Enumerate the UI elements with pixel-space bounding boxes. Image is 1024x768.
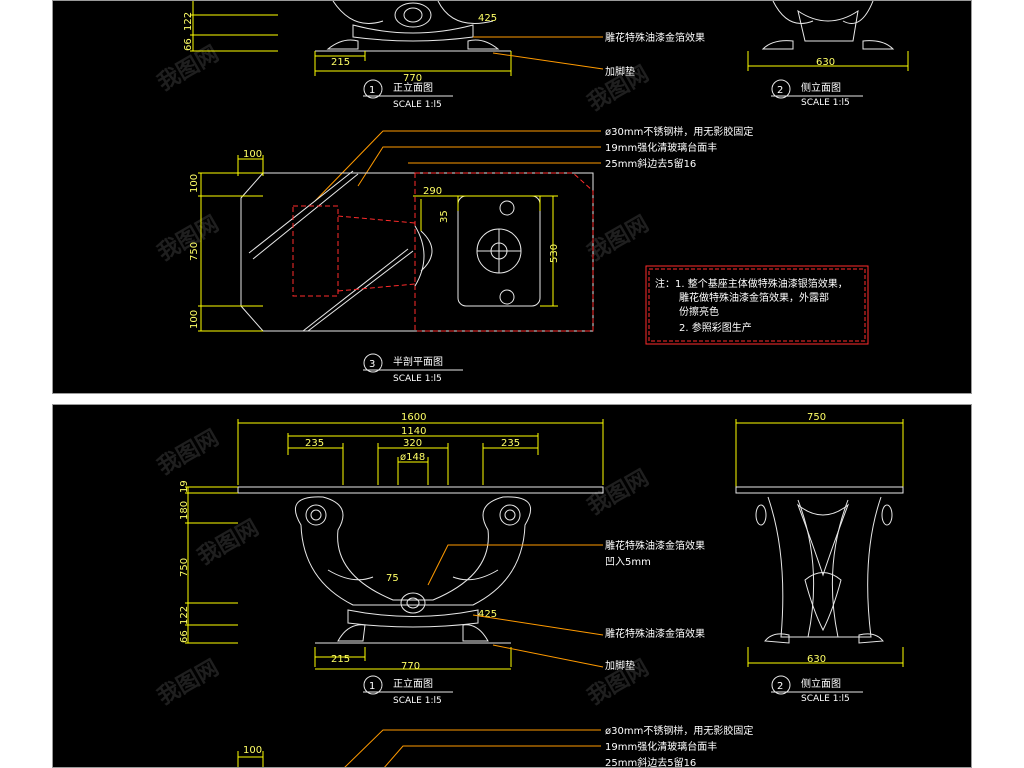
dim-plan-530: 530: [549, 244, 560, 263]
dim-side-630: 630: [807, 654, 826, 665]
dim-75: 75: [386, 573, 399, 584]
remark-line-1: 注：1. 整个基座主体做特殊油漆银箔效果，: [655, 277, 848, 290]
front-title-number-bottom: 1: [369, 681, 375, 692]
dim-1600: 1600: [401, 412, 426, 423]
plan-title-number: 3: [369, 359, 375, 370]
dim-66: 66: [183, 38, 194, 51]
side-title-label-bottom: 侧立面图: [801, 677, 841, 690]
note-bevel-bottom: 25mm斜边去5留16: [605, 756, 696, 768]
plan-crop-bottom: 100: [237, 745, 264, 767]
side-title-scale: SCALE 1:l5: [801, 98, 850, 108]
dim-plan-100-left: 100: [189, 174, 200, 193]
note-rod-bottom: ø30mm不锈钢栟，用无影胶固定: [605, 724, 753, 737]
front-title-label-bottom: 正立面图: [393, 677, 433, 690]
dim-235-right: 235: [501, 438, 520, 449]
front-title-scale: SCALE 1:l5: [393, 100, 442, 110]
dim-770: 770: [403, 73, 422, 84]
svg-text:我图网: 我图网: [584, 212, 654, 267]
front-elevation-top: 66 122 425 215 770: [183, 1, 604, 84]
dim-1140: 1140: [401, 426, 426, 437]
top-drawing-svg: 我图网 我图网 我图网 我图网 66 122 425 215 770 雕花特殊油…: [154, 1, 909, 384]
dim-19: 19: [179, 480, 190, 493]
svg-text:我图网: 我图网: [154, 426, 224, 481]
dim-770-bottom: 770: [401, 661, 420, 672]
side-elevation-top: 630: [747, 1, 909, 71]
front-elevation-bottom: 1600 1140 235 320 235 ø148 19 180 750 12…: [179, 412, 604, 672]
svg-text:我图网: 我图网: [154, 656, 224, 711]
remark-box: 注：1. 整个基座主体做特殊油漆银箔效果， 雕花做特殊油漆金箔效果，外露部 份擦…: [645, 265, 869, 345]
dim-320: 320: [403, 438, 422, 449]
plan-title-scale: SCALE 1:l5: [393, 374, 442, 384]
note-carving-2: 雕花特殊油漆金箔效果: [605, 627, 705, 640]
dim-side-750: 750: [807, 412, 826, 423]
note-recess: 凹入5mm: [605, 557, 651, 568]
dim-plan-100-bottom: 100: [189, 310, 200, 329]
drawing-panel-top: 我图网 我图网 我图网 我图网 66 122 425 215 770 雕花特殊油…: [52, 0, 972, 394]
note-carving: 雕花特殊油漆金箔效果: [605, 31, 705, 44]
front-title-bottom: 1 正立面图 SCALE 1:l5: [363, 675, 453, 706]
dim-plan-35: 35: [439, 210, 450, 223]
plan-title: 3 半剖平面图 SCALE 1:l5: [363, 353, 463, 384]
dim-425-bottom: 425: [478, 609, 497, 620]
dim-122-bottom: 122: [179, 606, 190, 625]
bottom-drawing-svg: 我图网 我图网 我图网 我图网 我图网 1600 1140 235 320 23…: [154, 412, 904, 768]
dim-plan-290: 290: [423, 186, 442, 197]
note-foot-pad: 加脚垫: [605, 65, 635, 78]
side-title-top: 2 侧立面图 SCALE 1:l5: [771, 79, 863, 108]
remark-line-4: 2. 参照彩图生产: [679, 321, 752, 334]
dim-235-left: 235: [305, 438, 324, 449]
remark-line-3: 份擦亮色: [679, 305, 719, 318]
note-glass-bottom: 19mm强化清玻璃台面丰: [605, 740, 717, 753]
dim-plan-100-bottom-panel: 100: [243, 745, 262, 756]
dim-630: 630: [816, 57, 835, 68]
plan-title-label: 半剖平面图: [393, 355, 443, 368]
dim-148: ø148: [400, 452, 425, 463]
front-title-scale-bottom: SCALE 1:l5: [393, 696, 442, 706]
dim-66-bottom: 66: [179, 630, 190, 643]
svg-text:我图网: 我图网: [194, 516, 264, 571]
front-title-label: 正立面图: [393, 81, 433, 94]
drawing-panel-bottom: 我图网 我图网 我图网 我图网 我图网 1600 1140 235 320 23…: [52, 404, 972, 768]
half-section-plan: 100 100 750 100 290 35 530: [189, 149, 594, 332]
dim-180: 180: [179, 501, 190, 520]
dim-122: 122: [183, 12, 194, 31]
note-glass: 19mm强化清玻璃台面丰: [605, 141, 717, 154]
side-title-number-bottom: 2: [777, 681, 783, 692]
dim-215-bottom: 215: [331, 654, 350, 665]
dim-750-left: 750: [179, 558, 190, 577]
remark-line-2: 雕花做特殊油漆金箔效果，外露部: [679, 291, 829, 304]
dim-215: 215: [331, 57, 350, 68]
dim-plan-100-top: 100: [243, 149, 262, 160]
dim-plan-750: 750: [189, 242, 200, 261]
side-title-number: 2: [777, 85, 783, 96]
side-title-scale-bottom: SCALE 1:l5: [801, 694, 850, 704]
dim-425: 425: [478, 13, 497, 24]
front-title-top: 1 正立面图 SCALE 1:l5: [363, 79, 453, 110]
note-rod: ø30mm不锈钢栟，用无影胶固定: [605, 125, 753, 138]
front-title-number: 1: [369, 85, 375, 96]
note-carving-1: 雕花特殊油漆金箔效果: [605, 539, 705, 552]
note-bevel: 25mm斜边去5留16: [605, 157, 696, 170]
note-foot-pad-bottom: 加脚垫: [605, 659, 635, 672]
side-title-bottom: 2 侧立面图 SCALE 1:l5: [771, 675, 863, 704]
side-elevation-bottom: 750 630: [735, 412, 904, 667]
side-title-label: 侧立面图: [801, 81, 841, 94]
